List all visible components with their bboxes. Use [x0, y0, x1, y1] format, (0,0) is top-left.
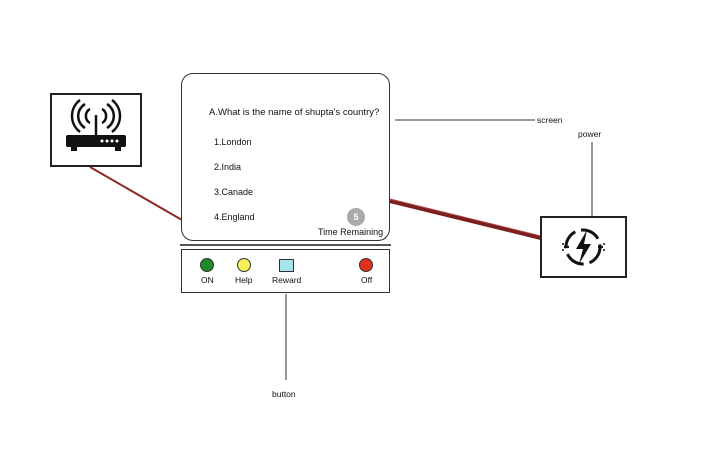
power-callout: power: [578, 129, 602, 139]
on-button[interactable]: [200, 258, 214, 272]
reward-button-label: Reward: [272, 275, 302, 285]
power-wire: [389, 199, 542, 240]
help-button-label: Help: [235, 275, 253, 285]
option-2[interactable]: 2.India: [214, 162, 242, 172]
off-button[interactable]: [359, 258, 373, 272]
power-device: [540, 216, 627, 278]
router-wire: [89, 166, 183, 221]
quiz-screen: A.What is the name of shupta's country? …: [181, 73, 390, 241]
option-3[interactable]: 3.Canade: [214, 187, 254, 197]
option-4[interactable]: 4.England: [214, 212, 255, 222]
option-1[interactable]: 1.London: [214, 137, 252, 147]
button-callout: button: [272, 389, 296, 399]
timer-label: Time Remaining: [318, 227, 384, 237]
timer-badge: 5: [347, 208, 365, 226]
screen-callout: screen: [537, 115, 563, 125]
wifi-router-icon: [66, 99, 126, 151]
router-device: [50, 93, 142, 167]
on-button-label: ON: [201, 275, 214, 285]
question-text: A.What is the name of shupta's country?: [209, 107, 380, 118]
reward-button[interactable]: [279, 259, 294, 272]
help-button[interactable]: [237, 258, 251, 272]
lightning-plug-icon: [562, 228, 605, 266]
button-panel: ON Help Reward Off: [181, 249, 390, 293]
power-wire-highlight: [389, 198, 542, 237]
off-button-label: Off: [361, 275, 373, 285]
